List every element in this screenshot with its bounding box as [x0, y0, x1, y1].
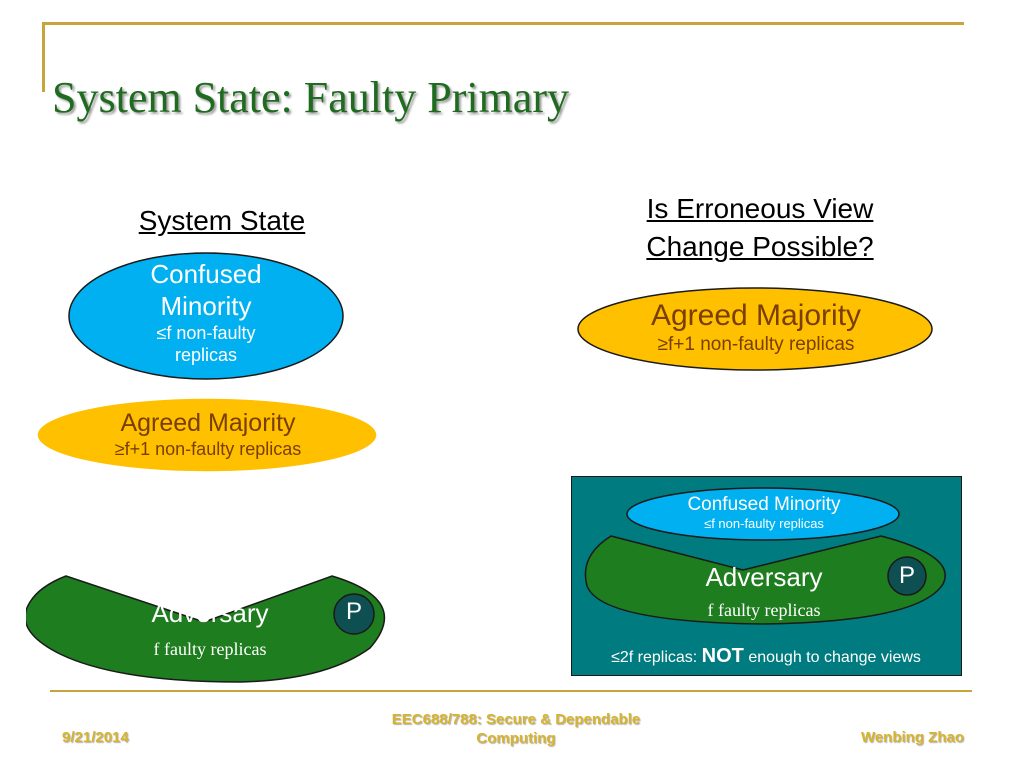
left-confused-line1: Confused [150, 259, 262, 289]
footer-course-line2: Computing [476, 730, 556, 747]
right-note: ≤2f replicas: NOT enough to change views [574, 644, 958, 670]
left-heading: System State [138, 205, 306, 236]
right-adversary-sub: f faulty replicas [707, 600, 821, 620]
left-confused-minority-shape [68, 252, 344, 380]
right-primary-label: P [898, 562, 915, 589]
right-confused-sub: ≤f non-faulty replicas [704, 516, 824, 531]
right-adversary-label: Adversary [705, 562, 823, 592]
footer-course-line1: EEC688/788: Secure & Dependable [391, 711, 641, 728]
footer-rule [50, 690, 972, 692]
left-primary-label: P [345, 598, 362, 625]
right-agreed-majority-shape [577, 287, 933, 371]
right-heading-line1: Is Erroneous View [646, 193, 874, 224]
left-rule [42, 22, 45, 92]
right-scenario-shapes [584, 487, 946, 625]
right-note-prefix: ≤2f replicas: [611, 649, 702, 666]
left-confused-line4: replicas [174, 345, 238, 365]
right-primary-marker [887, 556, 927, 596]
left-adversary-sub: f faulty replicas [153, 639, 267, 659]
right-note-suffix: enough to change views [743, 649, 921, 666]
right-note-bold: NOT [701, 645, 744, 667]
right-confused-minority: Confused Minority ≤f non-faulty replicas [630, 494, 898, 532]
left-adversary-shape [26, 575, 386, 683]
footer-course: EEC688/788: Secure & Dependable Computin… [350, 710, 682, 748]
left-confused-line2: Minority [160, 291, 252, 321]
right-heading-line2: Change Possible? [646, 231, 874, 262]
right-heading: Is Erroneous View Change Possible? [600, 190, 920, 266]
left-agreed-label: Agreed Majority [120, 409, 296, 437]
left-agreed-majority: Agreed Majority ≥f+1 non-faulty replicas [56, 408, 360, 460]
top-rule [42, 22, 964, 25]
slide-title: System State: Faulty Primary [52, 73, 569, 122]
left-confused-minority: Confused Minority ≤f non-faulty replicas [88, 258, 324, 366]
right-agreed-majority: Agreed Majority ≥f+1 non-faulty replicas [596, 299, 916, 356]
left-confused-line3: ≤f non-faulty [156, 323, 256, 343]
left-adversary-label: Adversary [151, 598, 269, 628]
footer-author: Wenbing Zhao [860, 729, 964, 746]
footer-date: 9/21/2014 [62, 729, 129, 746]
right-agreed-label: Agreed Majority [650, 299, 862, 332]
left-agreed-sub: ≥f+1 non-faulty replicas [114, 439, 302, 459]
left-agreed-majority-shape [36, 397, 378, 473]
left-primary-marker [333, 593, 375, 635]
right-confused-label: Confused Minority [687, 494, 841, 515]
right-agreed-sub: ≥f+1 non-faulty replicas [657, 334, 855, 355]
